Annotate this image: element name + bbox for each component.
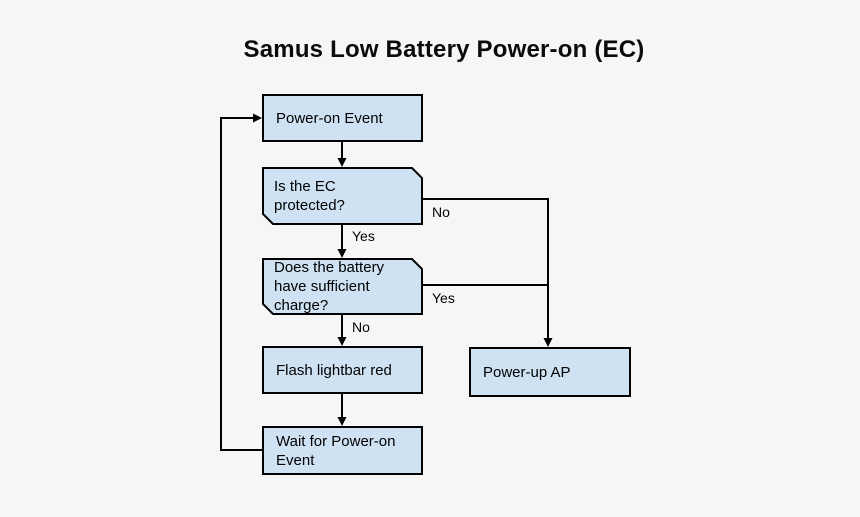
edge-label-ec-no: No: [432, 204, 450, 220]
arrowhead-into-power-on: [253, 113, 262, 123]
arrowhead-into-power-up-ap: [543, 338, 553, 347]
arrowhead-into-ec: [337, 158, 347, 167]
node-label: Wait for Power-on Event: [276, 432, 396, 469]
node-label: Does the battery have sufficient charge?: [274, 259, 385, 314]
edge-label-battery-yes: Yes: [432, 290, 455, 306]
edge-ec-no-to-power-up: [423, 198, 549, 340]
edge-wait-loop-to-power-on: [220, 117, 262, 451]
edge-label-ec-yes: Yes: [352, 228, 375, 244]
node-battery-charge: Does the battery have sufficient charge?: [262, 258, 423, 315]
node-power-on-event: Power-on Event: [262, 94, 423, 142]
edge-label-battery-no: No: [352, 319, 370, 335]
diagram-title: Samus Low Battery Power-on (EC): [243, 36, 645, 63]
beveled-shape: [262, 258, 423, 315]
beveled-shape: [262, 167, 423, 225]
node-label: Power-up AP: [483, 363, 571, 381]
node-ec-protected: Is the EC protected?: [262, 167, 423, 225]
node-label: Power-on Event: [276, 109, 383, 127]
arrowhead-into-wait: [337, 417, 347, 426]
arrowhead-into-battery: [337, 249, 347, 258]
node-power-up-ap: Power-up AP: [469, 347, 631, 397]
arrowhead-into-flash: [337, 337, 347, 346]
node-label: Flash lightbar red: [276, 361, 392, 379]
node-wait-power-on: Wait for Power-on Event: [262, 426, 423, 475]
node-flash-lightbar: Flash lightbar red: [262, 346, 423, 394]
node-label: Is the EC protected?: [274, 178, 345, 214]
